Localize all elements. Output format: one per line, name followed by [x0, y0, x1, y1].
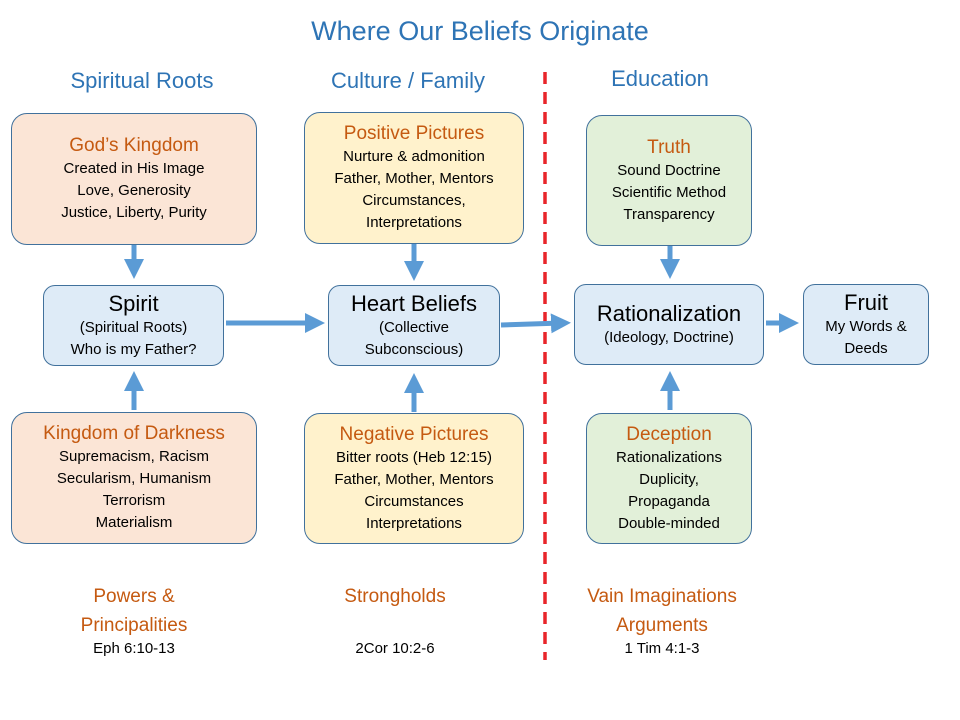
box-line: Terrorism — [102, 492, 166, 509]
box-line: Love, Generosity — [77, 182, 191, 199]
column-heading-education: Education — [611, 66, 709, 91]
label-vain-imaginations: Vain Imaginations Arguments 1 Tim 4:1-3 — [552, 582, 772, 657]
label-line: Powers & — [93, 586, 175, 607]
box-spirit: Spirit (Spiritual Roots) Who is my Fathe… — [43, 285, 224, 366]
box-line: (Collective — [378, 319, 450, 336]
scripture-reference: 1 Tim 4:1-3 — [624, 640, 700, 657]
box-line: Father, Mother, Mentors — [334, 470, 494, 488]
box-line: Circumstances, — [362, 192, 466, 209]
box-line: Sound Doctrine — [617, 161, 721, 179]
column-heading-spiritual-roots: Spiritual Roots — [70, 68, 214, 93]
box-line: Circumstances — [364, 492, 464, 510]
box-fruit: Fruit My Words & Deeds — [803, 284, 929, 365]
box-line: Interpretations — [366, 214, 462, 231]
box-line: Deeds — [844, 340, 888, 357]
box-line: (Spiritual Roots) — [79, 319, 188, 336]
box-title: Truth — [647, 136, 691, 158]
box-rationalization: Rationalization (Ideology, Doctrine) — [574, 284, 764, 365]
box-title: Rationalization — [596, 301, 742, 326]
box-deception: Deception Rationalizations Duplicity, Pr… — [586, 413, 752, 544]
box-line: Created in His Image — [63, 160, 205, 177]
label-line: Principalities — [80, 615, 188, 636]
diagram-title: Where Our Beliefs Originate — [311, 16, 649, 46]
box-line: Nurture & admonition — [343, 148, 485, 165]
box-line: Supremacism, Racism — [58, 448, 210, 465]
box-title: Deception — [626, 423, 712, 445]
box-gods-kingdom: God’s Kingdom Created in His Image Love,… — [11, 113, 257, 245]
box-line: Subconscious) — [364, 341, 464, 358]
box-line: (Ideology, Doctrine) — [604, 329, 734, 346]
box-line: My Words & — [825, 318, 907, 335]
box-line: Scientific Method — [611, 183, 727, 201]
box-line: Propaganda — [628, 492, 710, 510]
box-title: Positive Pictures — [343, 123, 485, 144]
box-title: Kingdom of Darkness — [43, 423, 225, 444]
box-line: Justice, Liberty, Purity — [61, 204, 207, 221]
box-line: Secularism, Humanism — [56, 470, 212, 487]
box-title: Fruit — [844, 290, 888, 315]
box-line: Materialism — [95, 514, 173, 531]
box-negative-pictures: Negative Pictures Bitter roots (Heb 12:1… — [304, 413, 524, 544]
box-title: Heart Beliefs — [351, 291, 477, 316]
label-line: Arguments — [616, 615, 708, 636]
label-strongholds: Strongholds . 2Cor 10:2-6 — [295, 582, 495, 657]
scripture-reference: 2Cor 10:2-6 — [355, 640, 435, 657]
box-line: Bitter roots (Heb 12:15) — [336, 448, 492, 466]
box-title: Negative Pictures — [339, 423, 489, 445]
box-heart-beliefs: Heart Beliefs (Collective Subconscious) — [328, 285, 500, 366]
box-positive-pictures: Positive Pictures Nurture & admonition F… — [304, 112, 524, 244]
column-heading-culture-family: Culture / Family — [330, 68, 486, 93]
box-line: Duplicity, — [639, 470, 699, 488]
box-title: Spirit — [108, 291, 159, 316]
arrow-heart-to-rationalization — [500, 313, 571, 334]
label-line: Vain Imaginations — [587, 586, 737, 607]
scripture-reference: Eph 6:10-13 — [93, 640, 175, 657]
box-line: Double-minded — [618, 514, 720, 532]
box-line: Who is my Father? — [70, 341, 197, 358]
box-line: Father, Mother, Mentors — [334, 170, 494, 187]
box-title: God’s Kingdom — [69, 135, 199, 156]
label-line: Strongholds — [344, 586, 446, 607]
box-line: Interpretations — [366, 514, 462, 532]
box-truth: Truth Sound Doctrine Scientific Method T… — [586, 115, 752, 246]
label-powers-principalities: Powers & Principalities Eph 6:10-13 — [34, 582, 234, 657]
box-line: Transparency — [623, 205, 715, 223]
box-kingdom-of-darkness: Kingdom of Darkness Supremacism, Racism … — [11, 412, 257, 544]
box-line: Rationalizations — [616, 448, 722, 466]
